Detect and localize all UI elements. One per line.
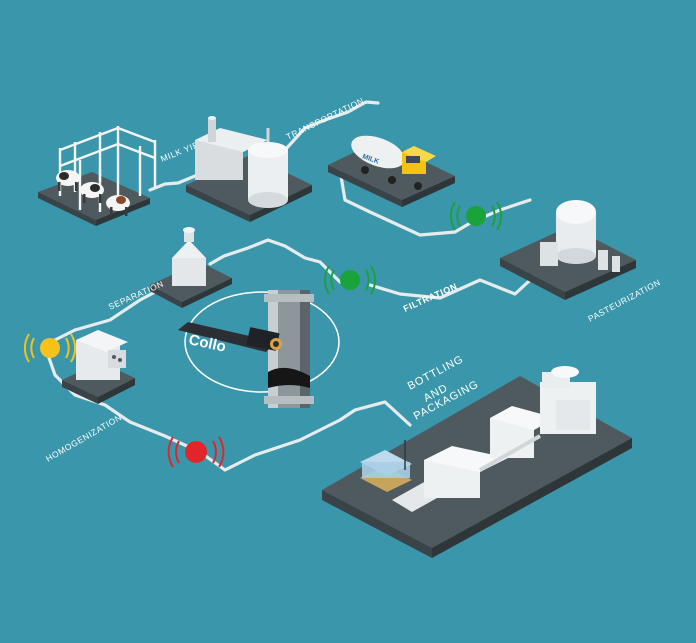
sensor-yellow-homogenization: [23, 333, 77, 363]
sensor-probe-callout: Collo: [178, 290, 340, 408]
pipe-homogenizer-to-bottling: [46, 353, 412, 472]
platform-transport: MILK: [328, 135, 455, 207]
cow-icon: [80, 182, 104, 203]
pipe-barn-to-tank: [148, 174, 197, 192]
platform-homogenization: [62, 330, 135, 404]
bottling-machine-icon: [392, 366, 596, 512]
cow-icon: [106, 195, 130, 216]
homogenizer-icon: [76, 330, 128, 380]
sensor-green-transport: [449, 201, 503, 231]
sensor-red-pipeline: [167, 436, 225, 468]
platform-storage: [186, 116, 312, 222]
platform-pasteurization: [500, 200, 636, 300]
pasteurizer-icon: [540, 200, 620, 272]
sensor-probe-icon: [178, 322, 282, 352]
platform-bottling: [322, 366, 632, 558]
platform-milk-yield: [38, 126, 157, 226]
pallet-icon: [360, 440, 412, 492]
sensor-green-filtration: [323, 265, 377, 295]
separator-icon: [172, 227, 206, 286]
milk-tank-icon: [248, 128, 288, 208]
pipe-filtration-to-separation: [208, 238, 342, 284]
milk-tank-icon: [195, 116, 268, 180]
tanker-truck-icon: MILK: [351, 135, 436, 190]
cow-icon: [56, 170, 80, 191]
platform-separation: [150, 227, 232, 308]
